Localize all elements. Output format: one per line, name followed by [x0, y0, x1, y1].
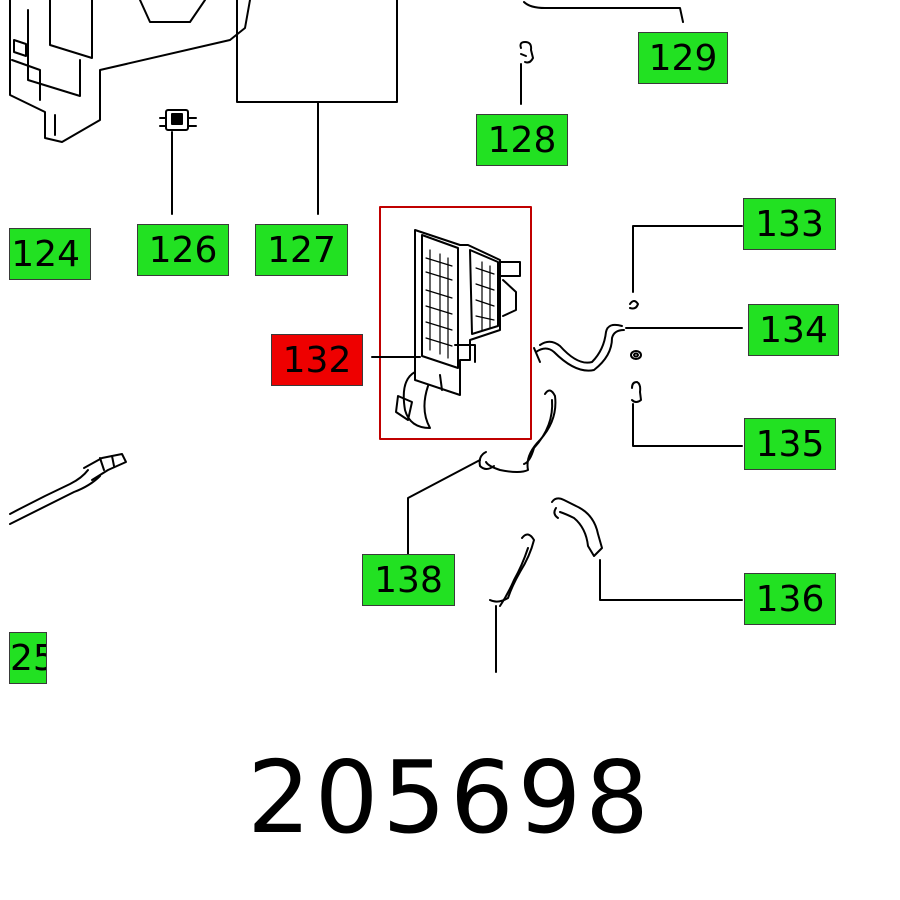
- leader-line-129: [523, 1, 684, 23]
- callout-138[interactable]: 138: [362, 554, 455, 606]
- callout-134[interactable]: 134: [748, 304, 839, 356]
- callout-135[interactable]: 135: [744, 418, 836, 470]
- hardware-parts: [629, 300, 642, 403]
- cable-lower-part: [489, 533, 535, 607]
- cable-part: [533, 323, 625, 372]
- callout-125[interactable]: 25: [9, 632, 47, 684]
- callout-124[interactable]: 124: [9, 228, 91, 280]
- leader-line-127-bracket: [236, 0, 398, 103]
- callout-126[interactable]: 126: [137, 224, 229, 276]
- leader-line-136: [599, 559, 743, 601]
- cable-136-part: [551, 497, 603, 557]
- callout-136[interactable]: 136: [744, 573, 836, 625]
- circuit-board-part: [395, 229, 521, 429]
- switch-part: [159, 109, 197, 131]
- callout-128[interactable]: 128: [476, 114, 568, 166]
- wire-assembly-part: [9, 453, 127, 525]
- drawing-number: 205698: [247, 739, 653, 856]
- housing-part: [9, 0, 251, 143]
- clip-part: [519, 41, 534, 64]
- callout-132-highlighted[interactable]: 132: [271, 334, 363, 386]
- leader-line-138: [407, 459, 481, 555]
- leader-line-135: [632, 403, 743, 447]
- callout-127[interactable]: 127: [255, 224, 348, 276]
- callout-129[interactable]: 129: [638, 32, 728, 84]
- leader-line-133: [632, 225, 743, 293]
- callout-133[interactable]: 133: [743, 198, 836, 250]
- cable-138-part: [478, 389, 557, 473]
- highlight-frame-132: [379, 206, 532, 440]
